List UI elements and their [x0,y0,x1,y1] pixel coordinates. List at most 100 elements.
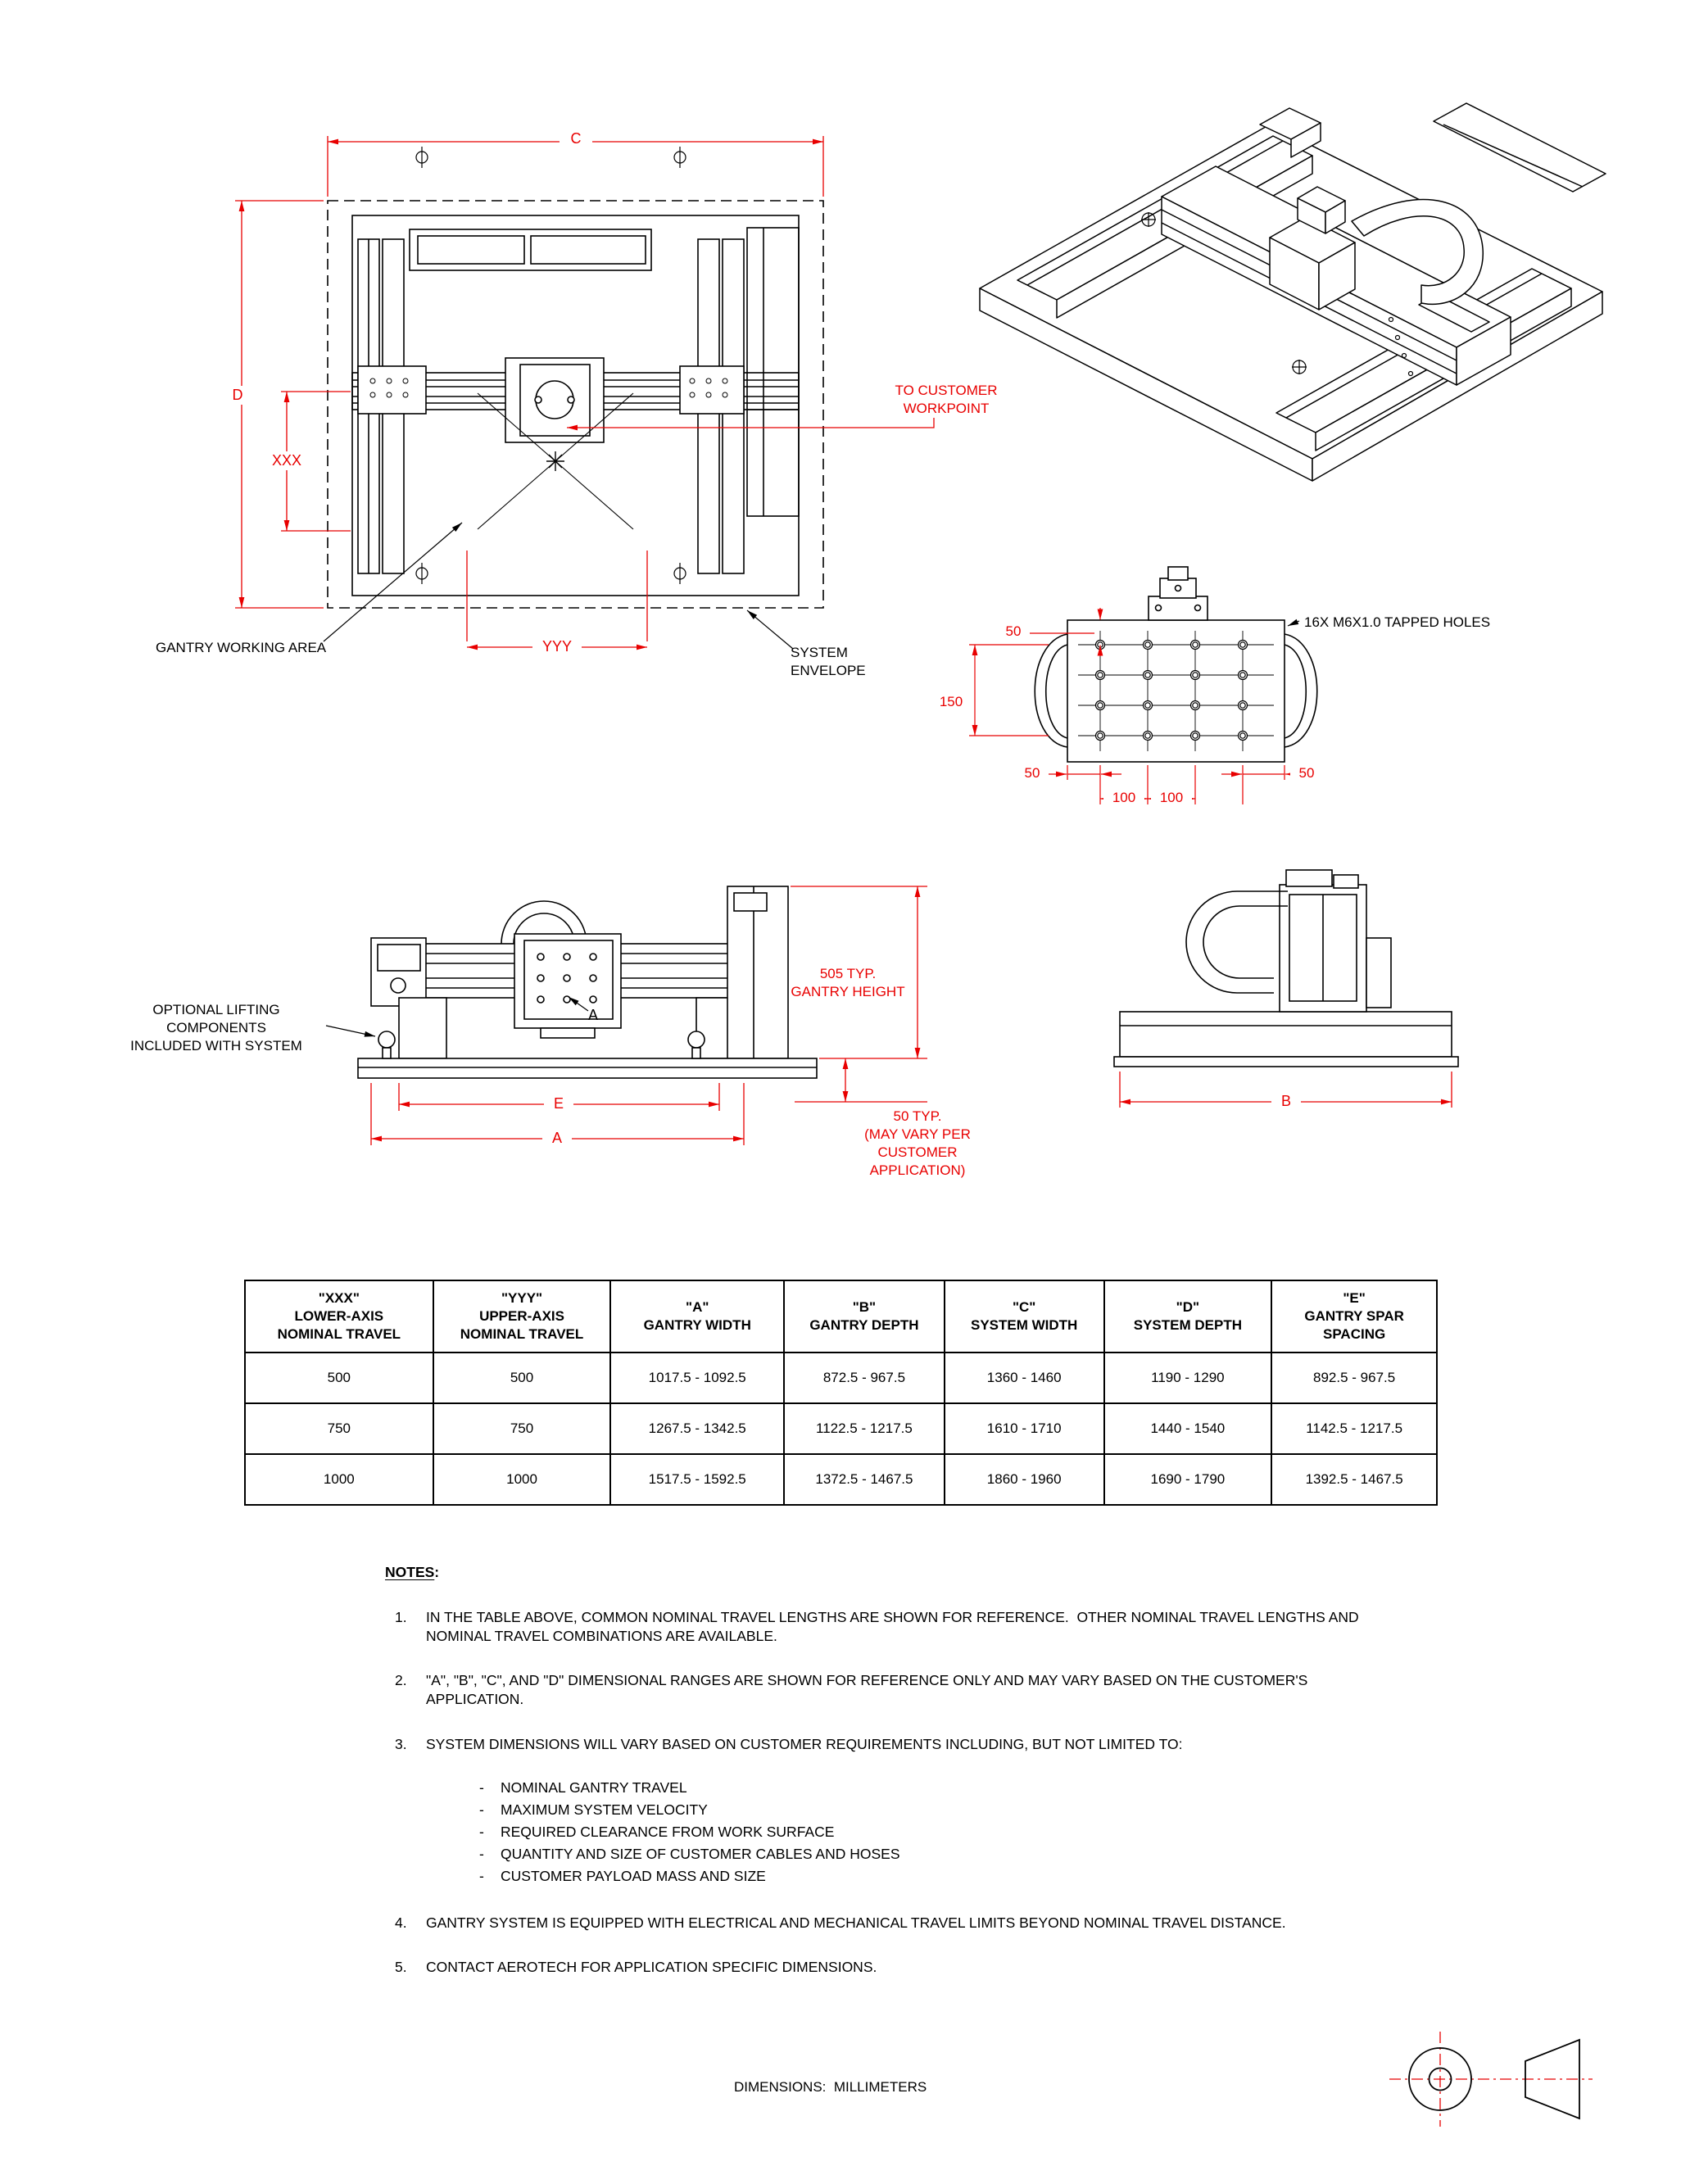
table-row: 750 750 1267.5 - 1342.5 1122.5 - 1217.5 … [244,1402,1438,1455]
tapped-hole-grid [1094,639,1248,741]
note-text: CONTACT AEROTECH FOR APPLICATION SPECIFI… [426,1959,877,1976]
beam-gearbox [370,937,427,1007]
left-beam-block [357,365,427,415]
envelope-leader [746,609,794,650]
right-beam-block [679,365,745,415]
tapped-holes-label: 16X M6X1.0 TAPPED HOLES [1304,614,1491,630]
carriage-column [1279,869,1392,1013]
note-text: SYSTEM DIMENSIONS WILL VARY BASED ON CUS… [426,1735,1183,1752]
cell: 1440 - 1540 [1103,1402,1273,1455]
base-offset-label: 50 TYP. (MAY VARY PER CUSTOMER APPLICATI… [864,1108,971,1179]
table-header-row: "XXX" LOWER-AXIS NOMINAL TRAVEL "YYY" UP… [244,1280,1438,1353]
right-cable-panel [746,227,800,517]
note-item: 1. IN THE TABLE ABOVE, COMMON NOMINAL TR… [385,1608,1401,1646]
dim-label-e: E [544,1094,573,1114]
notes-section: NOTES: 1. IN THE TABLE ABOVE, COMMON NOM… [385,1563,1401,1977]
top-view-drawing [235,136,935,650]
right-cable-chain [1284,633,1318,748]
note-item: 3. SYSTEM DIMENSIONS WILL VARY BASED ON … [385,1735,1401,1754]
carriage [514,933,622,1039]
note-number: 1. [395,1608,407,1625]
dim-label-d: D [223,386,252,406]
workpoint-label: TO CUSTOMER WORKPOINT [895,383,998,417]
carriage [505,357,605,443]
dim-label-50-top: 50 [997,623,1030,641]
cell: 750 [432,1402,612,1455]
cell: 1190 - 1290 [1103,1352,1273,1404]
col-header-b: "B" GANTRY DEPTH [783,1280,945,1353]
dimension-505 [791,886,927,1059]
dimension-table: "XXX" LOWER-AXIS NOMINAL TRAVEL "YYY" UP… [244,1280,1438,1506]
dim-label-150: 150 [931,693,972,712]
workpoint-marker [546,451,564,471]
note-text: "A", "B", "C", AND "D" DIMENSIONAL RANGE… [426,1672,1312,1707]
dim-label-xxx: XXX [262,451,311,471]
note-subitem: -CUSTOMER PAYLOAD MASS AND SIZE [479,1867,766,1884]
note-number: 3. [395,1735,407,1752]
dimension-50-typ [795,1058,927,1103]
cell: 1860 - 1960 [943,1453,1105,1506]
dim-label-50-bottom-right: 50 [1290,764,1323,783]
cable-tower [727,886,789,1059]
dim-label-a: A [542,1129,572,1149]
workpoint-leader [567,418,935,431]
working-area-label: GANTRY WORKING AREA [156,640,327,655]
machine-base [1113,1011,1459,1067]
note-subitem: -QUANTITY AND SIZE OF CUSTOMER CABLES AN… [479,1845,900,1862]
front-view-drawing [325,886,927,1145]
cell: 1000 [244,1453,434,1506]
cell: 1017.5 - 1092.5 [609,1352,786,1404]
dim-label-50-bottom-left: 50 [1016,764,1049,783]
note-number: 5. [395,1959,407,1976]
cell: 500 [244,1352,434,1404]
cell: 1610 - 1710 [943,1402,1105,1455]
dimension-150 [969,644,1049,736]
working-area-leader [323,522,463,642]
dimensions-units-note: DIMENSIONS: MILLIMETERS [734,2079,927,2095]
cell: 1517.5 - 1592.5 [609,1453,786,1506]
projection-cone [1525,2038,1580,2120]
upper-axis-brace [409,229,652,271]
note-item: 5. CONTACT AEROTECH FOR APPLICATION SPEC… [385,1958,1401,1977]
dimension-yyy [466,551,648,650]
cell: 892.5 - 967.5 [1271,1352,1438,1404]
lifting-components-label: OPTIONAL LIFTING COMPONENTS INCLUDED WIT… [130,1002,302,1054]
note-subitem: -REQUIRED CLEARANCE FROM WORK SURFACE [479,1823,835,1840]
cell: 1142.5 - 1217.5 [1271,1402,1438,1455]
isometric-view-drawing [979,102,1606,482]
cable-chain-hump [501,900,587,945]
note-item: 4. GANTRY SYSTEM IS EQUIPPED WITH ELECTR… [385,1914,1401,1933]
note-number: 2. [395,1672,407,1689]
isometric-cable-chain [1351,198,1484,306]
note-text: IN THE TABLE ABOVE, COMMON NOMINAL TRAVE… [426,1608,1363,1644]
col-header-d: "D" SYSTEM DEPTH [1103,1280,1273,1353]
z-mount [1148,566,1208,621]
tool-plate-detail-drawing [969,566,1318,804]
dim-label-b: B [1271,1092,1301,1112]
col-header-yyy: "YYY" UPPER-AXIS NOMINAL TRAVEL [432,1280,612,1353]
envelope-label: SYSTEM ENVELOPE [791,645,866,679]
note-subitem: -MAXIMUM SYSTEM VELOCITY [479,1801,708,1818]
note-subitem: -NOMINAL GANTRY TRAVEL [479,1778,687,1796]
note-number: 4. [395,1914,407,1931]
projection-symbol [1389,2032,1593,2127]
col-header-xxx: "XXX" LOWER-AXIS NOMINAL TRAVEL [244,1280,434,1353]
note-sublist: -NOMINAL GANTRY TRAVEL -MAXIMUM SYSTEM V… [479,1777,1401,1887]
gantry-height-label: 505 TYP. GANTRY HEIGHT [791,966,905,1000]
col-header-c: "C" SYSTEM WIDTH [943,1280,1105,1353]
cell: 750 [244,1402,434,1455]
fastener-symbols [415,147,686,584]
tapped-holes-leader [1287,618,1300,627]
cell: 872.5 - 967.5 [783,1352,945,1404]
cell: 1372.5 - 1467.5 [783,1453,945,1506]
machine-base [357,1058,818,1079]
isometric-carriage [1269,186,1356,310]
cell: 1690 - 1790 [1103,1453,1273,1506]
cell: 1122.5 - 1217.5 [783,1402,945,1455]
table-row: 1000 1000 1517.5 - 1592.5 1372.5 - 1467.… [244,1453,1438,1506]
detail-a-marker: A [587,1007,598,1023]
cell: 1392.5 - 1467.5 [1271,1453,1438,1506]
detail-a-arrow [568,996,589,1012]
cell: 500 [432,1352,612,1404]
